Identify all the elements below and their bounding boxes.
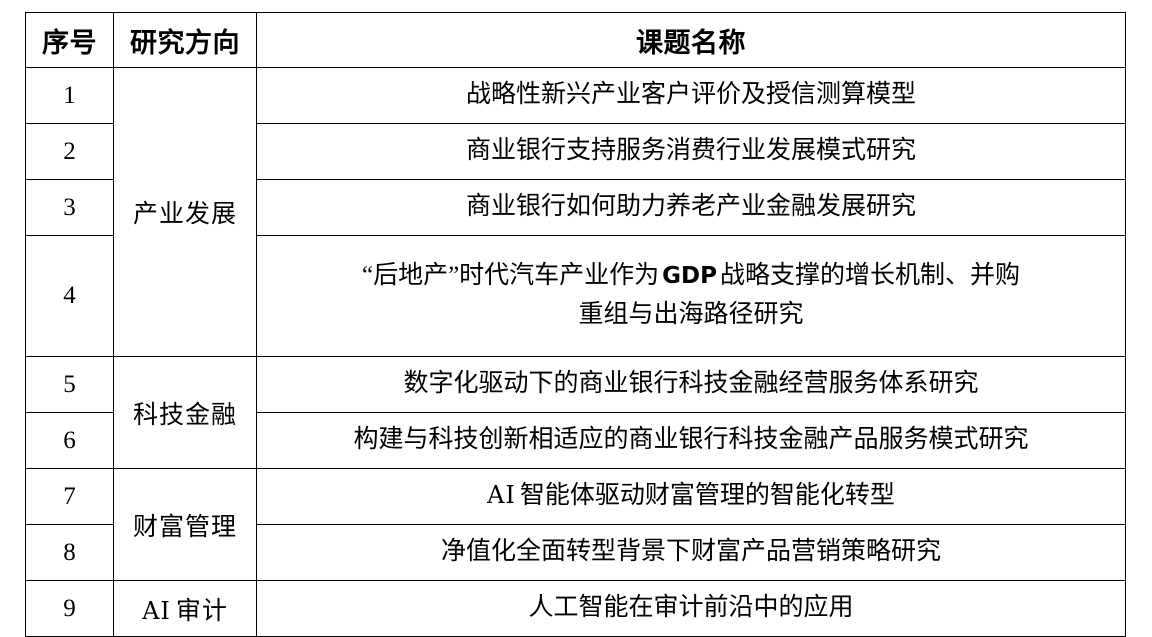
research-topics-table-container: 序号 研究方向 课题名称 1 产业发展 战略性新兴产业客户评价及授信测算模型 2… <box>25 12 1126 637</box>
table-row: 1 产业发展 战略性新兴产业客户评价及授信测算模型 <box>25 67 1126 357</box>
row-number: 3 <box>25 179 114 236</box>
row-number: 2 <box>25 123 114 180</box>
row-number: 6 <box>25 412 114 469</box>
topic-title: 净值化全面转型背景下财富产品营销策略研究 <box>256 524 1126 581</box>
research-direction-label: 审计 <box>175 597 228 625</box>
topic-title-segment: 战略支撑的增长机制、并购 <box>720 262 1021 290</box>
research-direction-group-industry: 产业发展 <box>113 67 257 357</box>
row-number: 8 <box>25 524 114 581</box>
topic-title: 战略性新兴产业客户评价及授信测算模型 <box>256 67 1126 124</box>
topic-title-acronym: GDP <box>662 263 717 290</box>
row-number: 1 <box>25 67 114 124</box>
table-row: 3 商业银行如何助力养老产业金融发展研究 <box>25 179 1126 236</box>
column-header-direction: 研究方向 <box>113 12 257 68</box>
topic-title-line-2: 重组与出海路径研究 <box>578 301 804 328</box>
table-row: 6 构建与科技创新相适应的商业银行科技金融产品服务模式研究 <box>25 412 1126 469</box>
topic-title: 商业银行支持服务消费行业发展模式研究 <box>256 123 1126 180</box>
row-number: 4 <box>25 235 114 357</box>
row-number: 7 <box>25 468 114 525</box>
column-header-no: 序号 <box>25 12 114 68</box>
table-row: 8 净值化全面转型背景下财富产品营销策略研究 <box>25 524 1126 581</box>
research-direction-group-tech-finance: 科技金融 <box>113 356 257 469</box>
topic-title: 数字化驱动下的商业银行科技金融经营服务体系研究 <box>256 356 1126 413</box>
topic-title: 构建与科技创新相适应的商业银行科技金融产品服务模式研究 <box>256 412 1126 469</box>
row-number: 5 <box>25 356 114 413</box>
topic-title: 商业银行如何助力养老产业金融发展研究 <box>256 179 1126 236</box>
research-direction-group-wealth: 财富管理 <box>113 468 257 581</box>
topic-title-segment: “后地产”时代汽车产业作为 <box>361 262 660 290</box>
column-header-title: 课题名称 <box>256 12 1126 68</box>
table-row: 5 科技金融 数字化驱动下的商业银行科技金融经营服务体系研究 <box>25 356 1126 469</box>
topic-title: 人工智能在审计前沿中的应用 <box>256 580 1126 637</box>
topic-title-segment: 智能体驱动财富管理的智能化转型 <box>519 482 895 510</box>
research-direction-acronym: AI <box>142 596 171 625</box>
topic-title-acronym: AI <box>487 481 516 510</box>
research-topics-table: 序号 研究方向 课题名称 1 产业发展 战略性新兴产业客户评价及授信测算模型 2… <box>25 12 1126 637</box>
row-number: 9 <box>25 580 114 637</box>
table-header-row: 序号 研究方向 课题名称 <box>25 12 1126 68</box>
table-row: 2 商业银行支持服务消费行业发展模式研究 <box>25 123 1126 180</box>
